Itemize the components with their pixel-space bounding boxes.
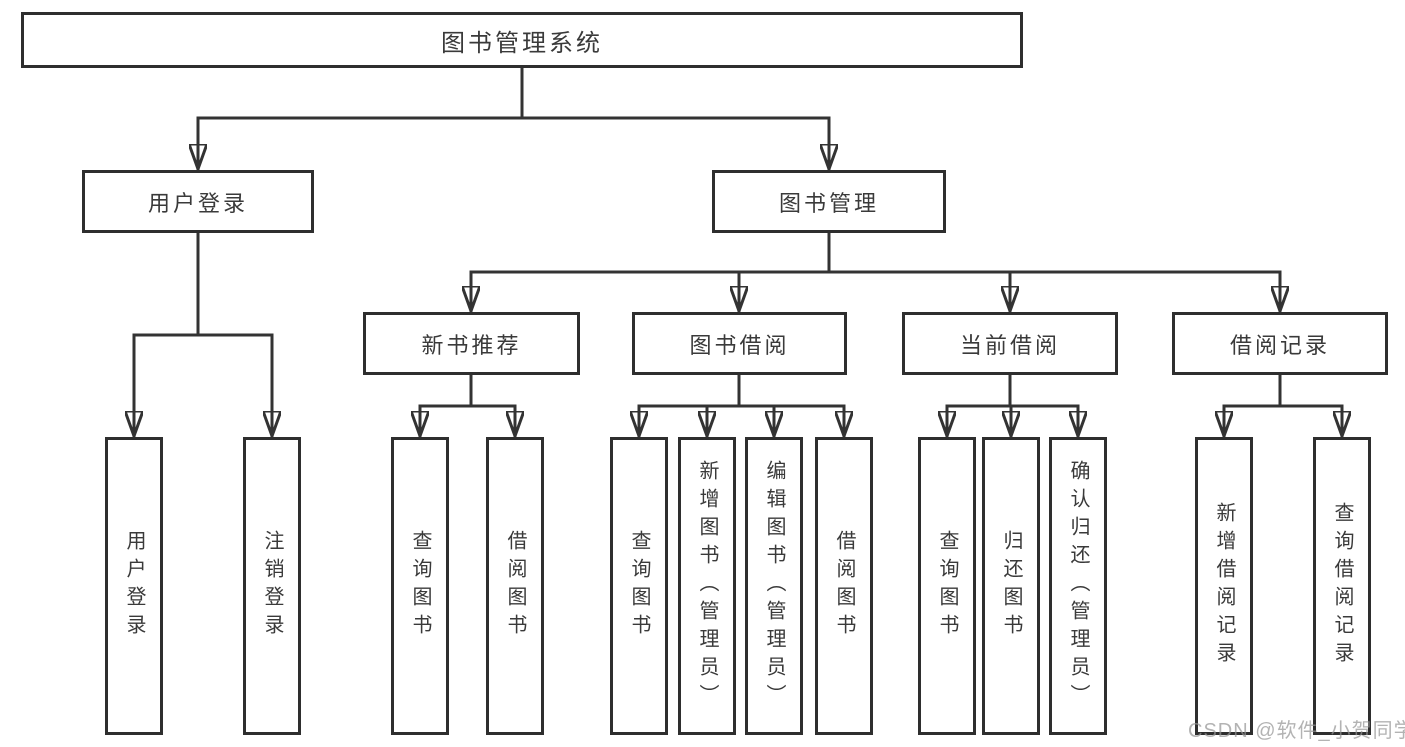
node-label: 借阅记录 <box>1229 332 1330 358</box>
node-label: 图书管理系统 <box>441 29 603 57</box>
node-leaf-borrow-books: 借阅图书 <box>815 437 873 735</box>
node-label: 归还图书 <box>1000 530 1022 642</box>
node-leaf-return-books: 归还图书 <box>982 437 1040 735</box>
node-leaf-confirm-return-admin: 确认归还（管理员） <box>1049 437 1107 735</box>
node-label: 图书管理 <box>778 190 879 216</box>
connector-book-borrow-children <box>639 373 844 438</box>
node-label: 编辑图书（管理员） <box>763 460 785 712</box>
node-new-book-recommend: 新书推荐 <box>363 312 580 375</box>
node-label: 查询借阅记录 <box>1331 502 1353 670</box>
node-book-borrow: 图书借阅 <box>632 312 847 375</box>
node-leaf-add-books-admin: 新增图书（管理员） <box>678 437 736 735</box>
node-label: 新增借阅记录 <box>1213 502 1235 670</box>
node-leaf-query-books: 查询图书 <box>391 437 449 735</box>
connector-book-mgmt-to-level3 <box>471 231 1280 313</box>
connector-root-to-level2 <box>198 66 829 171</box>
node-leaf-logout: 注销登录 <box>243 437 301 735</box>
connector-new-books-children <box>420 373 515 438</box>
node-label: 确认归还（管理员） <box>1067 460 1089 712</box>
node-label: 图书借阅 <box>689 332 790 358</box>
node-label: 用户登录 <box>147 190 248 216</box>
node-label: 借阅图书 <box>833 530 855 642</box>
node-label: 查询图书 <box>409 530 431 642</box>
node-library-management-system: 图书管理系统 <box>21 12 1023 68</box>
node-label: 新增图书（管理员） <box>696 460 718 712</box>
node-leaf-add-borrow-record: 新增借阅记录 <box>1195 437 1253 735</box>
node-label: 用户登录 <box>123 530 145 642</box>
node-label: 当前借阅 <box>959 332 1060 358</box>
csdn-watermark: CSDN @软件_小贺同学 <box>1188 720 1405 742</box>
node-label: 注销登录 <box>261 530 283 642</box>
connector-current-borrow-children <box>947 373 1078 438</box>
node-book-management: 图书管理 <box>712 170 946 233</box>
node-leaf-query-borrow-record: 查询借阅记录 <box>1313 437 1371 735</box>
node-leaf-borrow-books: 借阅图书 <box>486 437 544 735</box>
node-label: 新书推荐 <box>421 332 522 358</box>
connector-user-login-children <box>134 231 272 438</box>
connector-borrow-records-children <box>1224 373 1342 438</box>
node-current-borrow: 当前借阅 <box>902 312 1118 375</box>
node-leaf-query-books: 查询图书 <box>918 437 976 735</box>
node-leaf-query-books: 查询图书 <box>610 437 668 735</box>
node-user-login: 用户登录 <box>82 170 314 233</box>
node-label: 查询图书 <box>628 530 650 642</box>
node-leaf-edit-books-admin: 编辑图书（管理员） <box>745 437 803 735</box>
node-label: 查询图书 <box>936 530 958 642</box>
node-leaf-user-login: 用户登录 <box>105 437 163 735</box>
node-label: 借阅图书 <box>504 530 526 642</box>
node-borrow-records: 借阅记录 <box>1172 312 1388 375</box>
